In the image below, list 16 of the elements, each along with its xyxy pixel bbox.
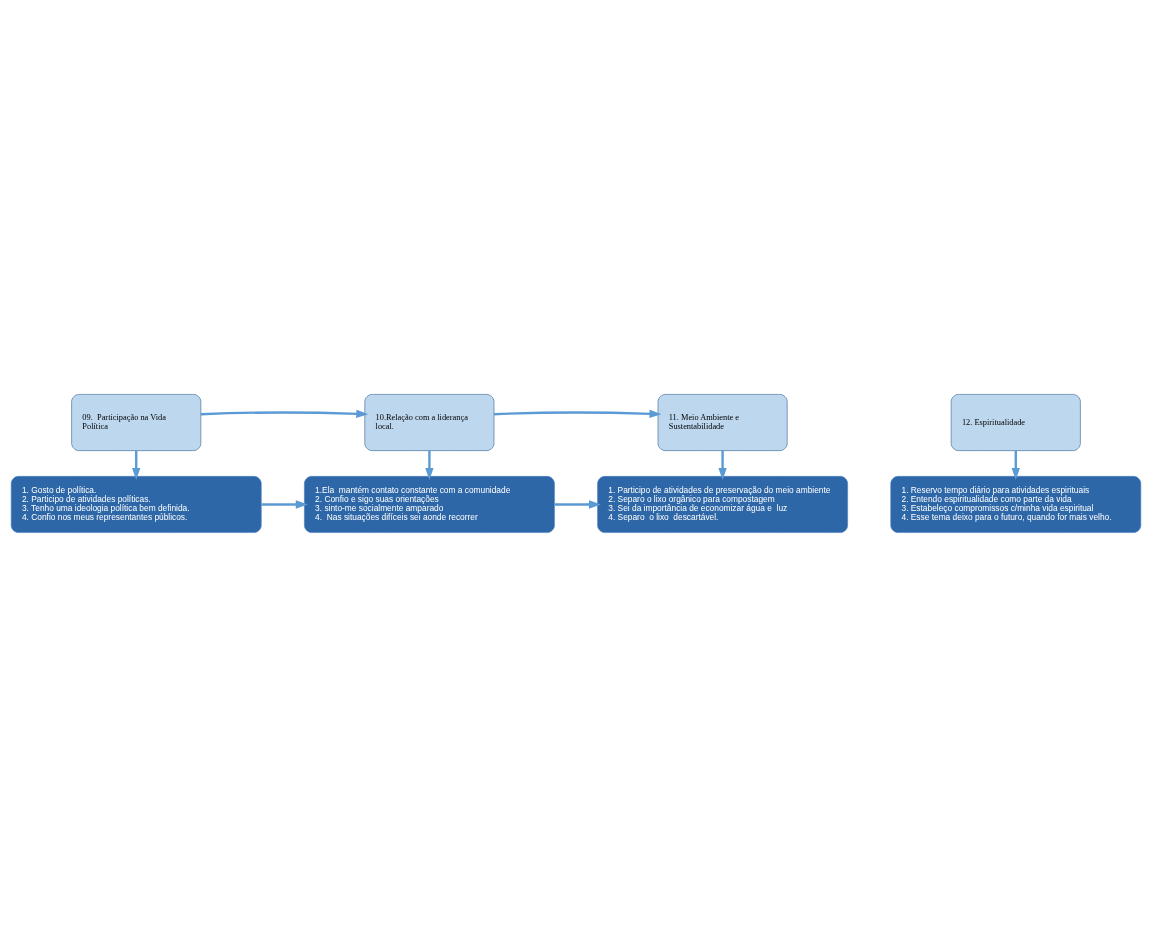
arrow	[132, 450, 141, 480]
node-box: 11. Meio Ambiente e Sustentabilidade	[657, 393, 788, 451]
node-box: 09. Participação na Vida Política	[71, 393, 202, 451]
arrow	[200, 409, 369, 418]
node-box: 10.Relação com a liderança local.	[364, 393, 495, 451]
arrow	[1011, 450, 1020, 480]
arrow	[261, 499, 308, 509]
arrow	[494, 409, 662, 418]
arrow	[718, 450, 727, 480]
node-box: 1. Participo de atividades de preservação do meio ambiente 2. Separo o lixo orgânico para compostagem 3. Sei da importância de economizar água e luz 4. Separo o lixo descartável.	[597, 475, 848, 533]
node-box: 12. Espiritualidade	[950, 393, 1081, 451]
node-box: 1. Gosto de política. 2. Participo de atividades políticas. 3. Tenho uma ideologia política bem definida. 4. Confio nos meus representantes públicos.	[10, 475, 262, 533]
arrow	[425, 450, 434, 480]
node-box: 1. Reservo tempo diário para atividades espirituais 2. Entendo espiritualidade como parte da vida 3. Estabeleço compromissos c/minha vida espiritual 4. Esse tema deixo para o futuro, quando for mais velho.	[890, 475, 1142, 533]
node-box: 1.Ela mantém contato constante com a comunidade 2. Confio e sigo suas orientações 3. sinto-me socialmente amparado 4. Nas situações difíceis sei aonde recorrer	[304, 475, 555, 533]
arrow	[554, 499, 601, 509]
